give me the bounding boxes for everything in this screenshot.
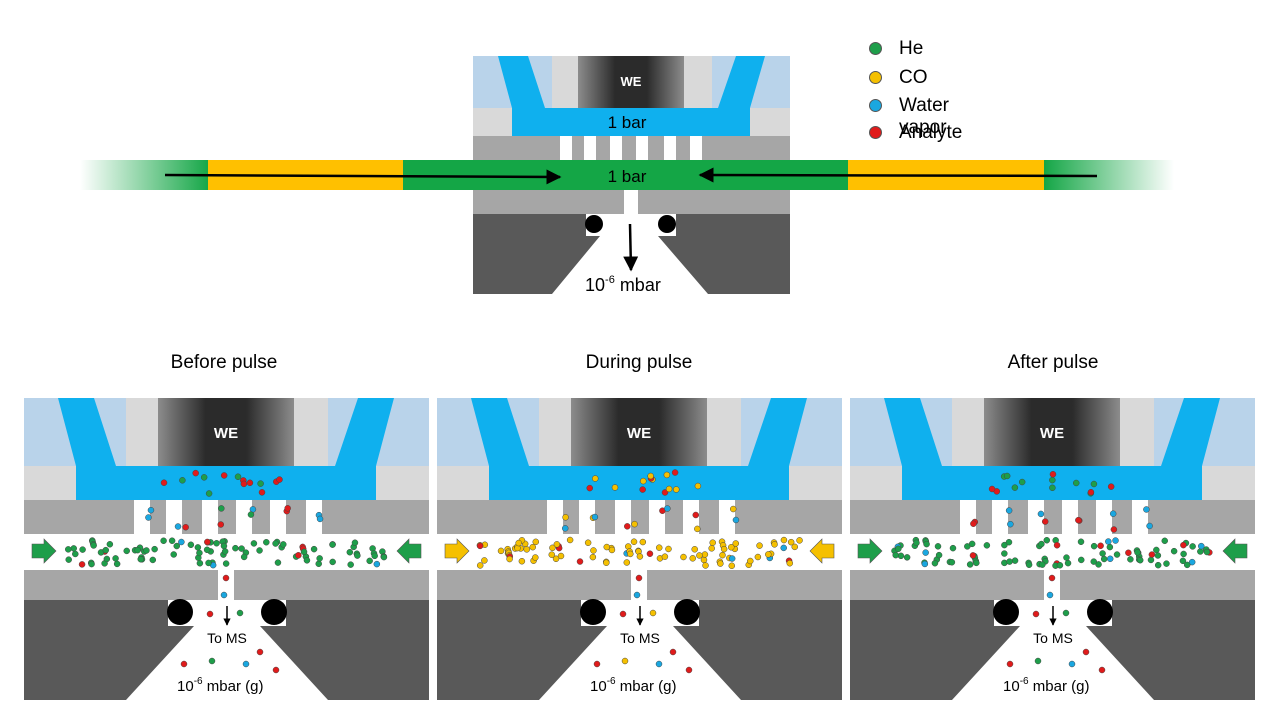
legend: He CO Water vapor Analyte: [869, 38, 1069, 150]
membrane-plate: [437, 500, 842, 534]
electrolyte-top: [498, 56, 765, 136]
inflow-arrow-left-icon: [857, 538, 883, 564]
vacuum-chamber: [24, 600, 429, 700]
we-electrode: [571, 398, 707, 466]
water-vapor-marker-icon: [869, 99, 882, 112]
membrane-plate-top: [473, 136, 790, 160]
vacuum-pressure-label: 10-6 mbar: [585, 274, 661, 295]
vacuum-chamber: [850, 600, 1255, 700]
inflow-arrow-right-icon: [1222, 538, 1248, 564]
cell-cross-section-overview: WE 1 bar 1 bar 10-6 mbar: [80, 56, 1174, 295]
to-ms-label: To MS: [1033, 630, 1073, 646]
inflow-arrow-left-icon: [444, 538, 470, 564]
o-ring-right: [261, 599, 287, 625]
upper-pressure-label: 1 bar: [608, 113, 647, 132]
electrolyte: [58, 398, 394, 500]
membrane-plate: [850, 500, 1255, 534]
to-ms-label: To MS: [207, 630, 247, 646]
channel-pressure-label: 1 bar: [608, 167, 647, 186]
o-ring-left-top: [585, 215, 603, 233]
vacuum-chamber: [437, 600, 842, 700]
we-label: WE: [1040, 425, 1064, 442]
we-label-top: WE: [621, 74, 642, 89]
inflow-arrow-right-icon: [396, 538, 422, 564]
co-marker-icon: [869, 71, 882, 84]
o-ring-right-top: [658, 215, 676, 233]
analyte-marker-icon: [869, 126, 882, 139]
to-ms-label: To MS: [620, 630, 660, 646]
we-label: WE: [627, 425, 651, 442]
panel-during: WE To MS 10-6 mbar (g): [437, 398, 842, 700]
o-ring-left: [167, 599, 193, 625]
o-ring-right: [1087, 599, 1113, 625]
o-ring-left: [993, 599, 1019, 625]
o-ring-right: [674, 599, 700, 625]
vacuum-label: 10-6 mbar (g): [590, 676, 676, 695]
we-electrode: [158, 398, 294, 466]
we-electrode-top: [578, 56, 684, 108]
vacuum-label: 10-6 mbar (g): [177, 676, 263, 695]
panel-before: WE To MS 10-6 mbar (g): [24, 398, 429, 700]
vacuum-label: 10-6 mbar (g): [1003, 676, 1089, 695]
panel-title-after: After pulse: [1007, 352, 1099, 373]
panel-title-during: During pulse: [585, 352, 693, 373]
we-electrode: [984, 398, 1120, 466]
o-ring-left: [580, 599, 606, 625]
membrane-plate: [24, 500, 429, 534]
electrolyte: [471, 398, 807, 500]
inflow-arrow-left-icon: [31, 538, 57, 564]
electrolyte: [884, 398, 1220, 500]
we-label: WE: [214, 425, 238, 442]
inflow-arrow-right-icon: [809, 538, 835, 564]
panel-title-before: Before pulse: [170, 352, 278, 373]
vacuum-chamber-top: [473, 214, 790, 294]
he-marker-icon: [869, 42, 882, 55]
panel-after: WE To MS 10-6 mbar (g): [850, 398, 1255, 700]
